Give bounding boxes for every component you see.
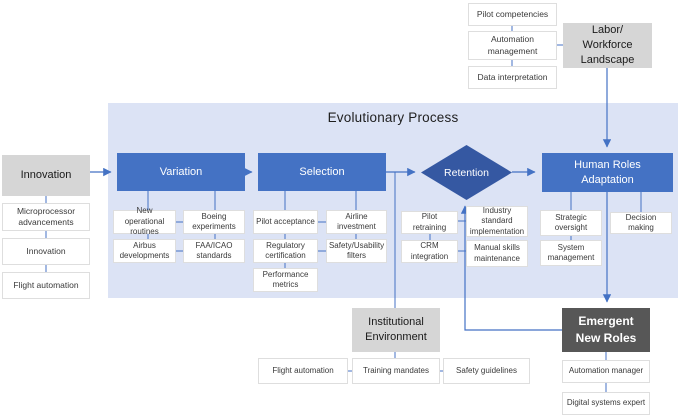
box-performance-metrics: Performance metrics	[253, 268, 318, 292]
box-safety-usability-filters: Safety/Usability filters	[326, 239, 387, 263]
labor-workforce-landscape-box: Labor/ Workforce Landscape	[563, 23, 652, 68]
box-automation-manager: Automation manager	[562, 360, 650, 383]
variation-box: Variation	[117, 153, 245, 191]
box-microprocessor-advancements: Microprocessor advancements	[2, 203, 90, 231]
box-pilot-acceptance: Pilot acceptance	[253, 210, 318, 234]
box-flight-automation-bottom: Flight automation	[258, 358, 348, 384]
evolutionary-process-container	[108, 103, 678, 298]
box-faa-icao-standards: FAA/ICAO standards	[183, 239, 245, 263]
box-boeing-experiments: Boeing experiments	[183, 210, 245, 234]
box-strategic-oversight: Strategic oversight	[540, 210, 602, 236]
box-industry-standard-implementation: Industry standard implementation	[466, 206, 528, 237]
box-airline-investment: Airline investment	[326, 210, 387, 234]
selection-box: Selection	[258, 153, 386, 191]
box-new-operational-routines: New operational routines	[113, 206, 176, 236]
box-system-management: System management	[540, 240, 602, 266]
box-digital-systems-expert: Digital systems expert	[562, 392, 650, 415]
box-crm-integration: CRM integration	[401, 240, 458, 263]
box-pilot-competencies: Pilot competencies	[468, 3, 557, 26]
box-pilot-retraining: Pilot retraining	[401, 211, 458, 234]
box-manual-skills-maintenance: Manual skills maintenance	[466, 240, 528, 267]
box-automation-management: Automation management	[468, 31, 557, 60]
emergent-new-roles-box: Emergent New Roles	[562, 308, 650, 352]
box-decision-making: Decision making	[610, 212, 672, 234]
box-regulatory-certification: Regulatory certification	[253, 239, 318, 263]
evolutionary-process-title: Evolutionary Process	[327, 109, 459, 125]
innovation-box: Innovation	[2, 155, 90, 196]
box-data-interpretation: Data interpretation	[468, 66, 557, 89]
human-roles-adaptation-box: Human Roles Adaptation	[542, 153, 673, 192]
box-flight-automation-left: Flight automation	[2, 272, 90, 299]
box-training-mandates: Training mandates	[352, 358, 440, 384]
box-innovation-child: Innovation	[2, 238, 90, 265]
box-airbus-developments: Airbus developments	[113, 239, 176, 263]
institutional-environment-box: Institutional Environment	[352, 308, 440, 352]
box-safety-guidelines: Safety guidelines	[443, 358, 530, 384]
